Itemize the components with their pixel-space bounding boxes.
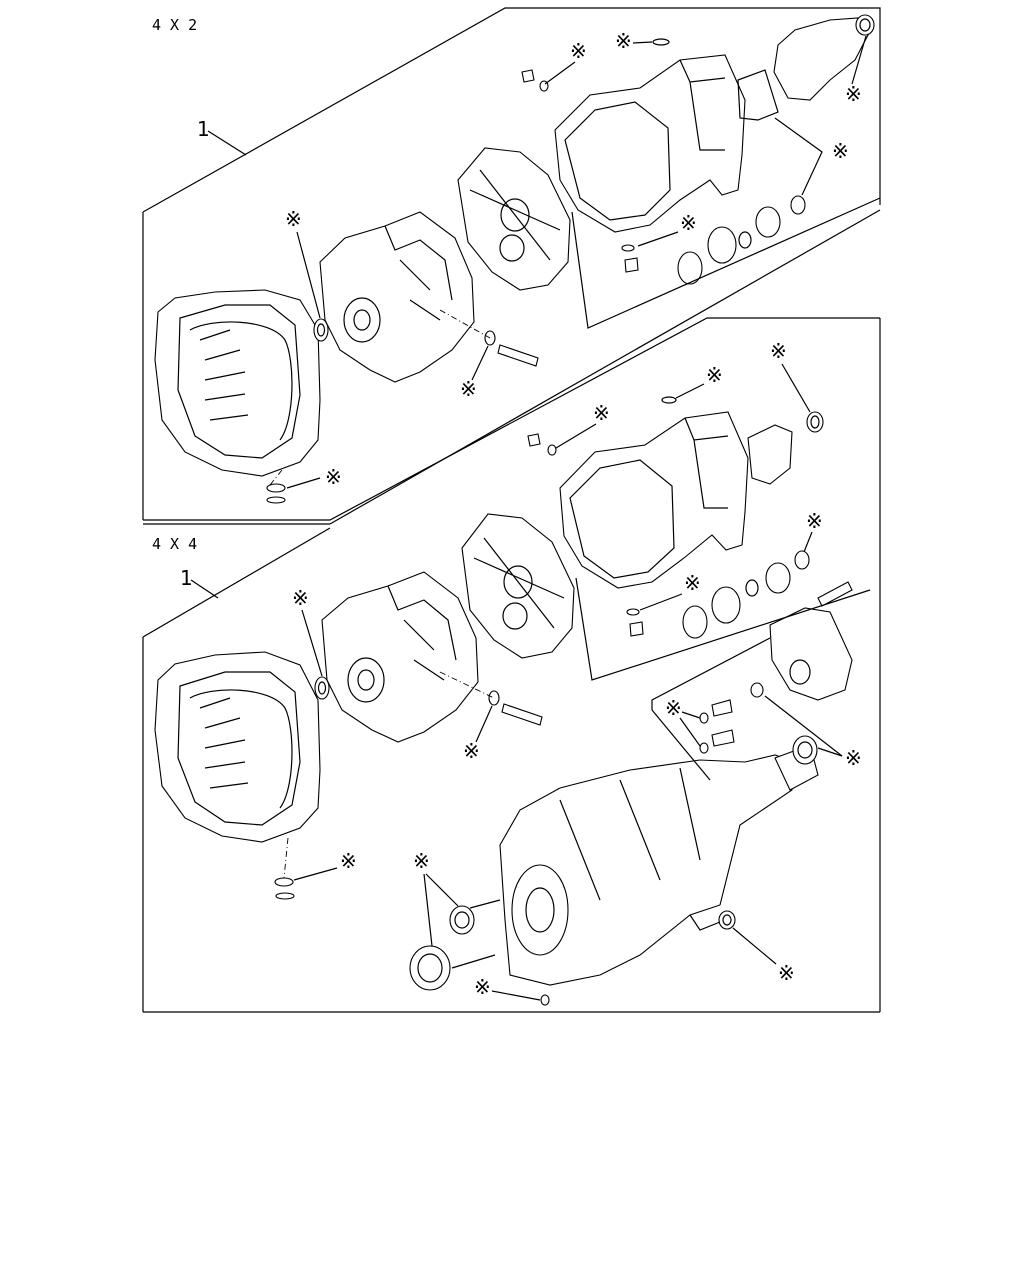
marker-asterisk: ※ — [570, 39, 587, 63]
seal-ring-4x2 — [313, 318, 329, 342]
frame-divider — [143, 209, 881, 525]
marker-asterisk: ※ — [665, 696, 682, 720]
marker-asterisk: ※ — [474, 975, 491, 999]
callout-number-4x4: 1 — [180, 566, 193, 590]
marker-asterisk: ※ — [845, 82, 862, 106]
cover-housing-4x4 — [747, 411, 824, 485]
marker-asterisk: ※ — [680, 211, 697, 235]
marker-asterisk: ※ — [806, 509, 823, 533]
marker-asterisk: ※ — [340, 849, 357, 873]
marker-group-4x2: ※ ※ ※ ※ ※ ※ ※ ※ — [285, 29, 867, 489]
adapter-plate-4x4 — [461, 513, 575, 659]
marker-group-4x4: ※ ※ ※ ※ ※ ※ ※ ※ ※ ※ ※ ※ ※ — [292, 339, 862, 1001]
section-label-4x2: 4 X 2 — [152, 16, 197, 34]
bolt-4x2 — [266, 38, 670, 504]
callout-number-4x2: 1 — [197, 117, 210, 141]
clutch-housing-4x4 — [154, 651, 321, 843]
gear-set-4x2 — [677, 195, 806, 285]
marker-asterisk: ※ — [832, 139, 849, 163]
marker-asterisk: ※ — [615, 29, 632, 53]
callout-leader-4x2 — [207, 130, 247, 156]
marker-asterisk: ※ — [460, 377, 477, 401]
front-case-4x4 — [321, 571, 479, 743]
callout-leader-4x4 — [190, 579, 219, 599]
marker-asterisk: ※ — [593, 401, 610, 425]
marker-asterisk: ※ — [770, 339, 787, 363]
section-label-4x4: 4 X 4 — [152, 535, 197, 553]
gear-set-4x4 — [682, 550, 810, 639]
marker-asterisk: ※ — [463, 739, 480, 763]
extension-housing-4x2 — [773, 14, 875, 101]
marker-asterisk: ※ — [706, 363, 723, 387]
clutch-housing-4x2 — [154, 289, 321, 477]
assembly-lines-4x4 — [283, 577, 871, 969]
seal-ring-4x4 — [314, 676, 330, 700]
transfer-adapter-4x4 — [769, 581, 853, 701]
marker-asterisk: ※ — [845, 746, 862, 770]
marker-asterisk: ※ — [285, 207, 302, 231]
marker-asterisk: ※ — [684, 571, 701, 595]
seal-set-4x4 — [409, 682, 818, 991]
marker-asterisk: ※ — [413, 849, 430, 873]
gasket-4x2 — [737, 69, 779, 121]
marker-asterisk: ※ — [292, 586, 309, 610]
bolt-4x4 — [274, 396, 735, 1006]
main-case-4x2 — [554, 54, 746, 233]
frame-4x4 — [142, 527, 880, 1013]
frame-4x2 — [142, 7, 881, 1012]
marker-asterisk: ※ — [778, 961, 795, 985]
assembly-lines-4x2 — [269, 117, 881, 486]
adapter-plate-4x2 — [457, 147, 571, 291]
transfer-case-4x4 — [499, 744, 819, 986]
front-case-4x2 — [319, 211, 475, 383]
marker-asterisk: ※ — [325, 465, 342, 489]
main-case-4x4 — [559, 411, 749, 589]
